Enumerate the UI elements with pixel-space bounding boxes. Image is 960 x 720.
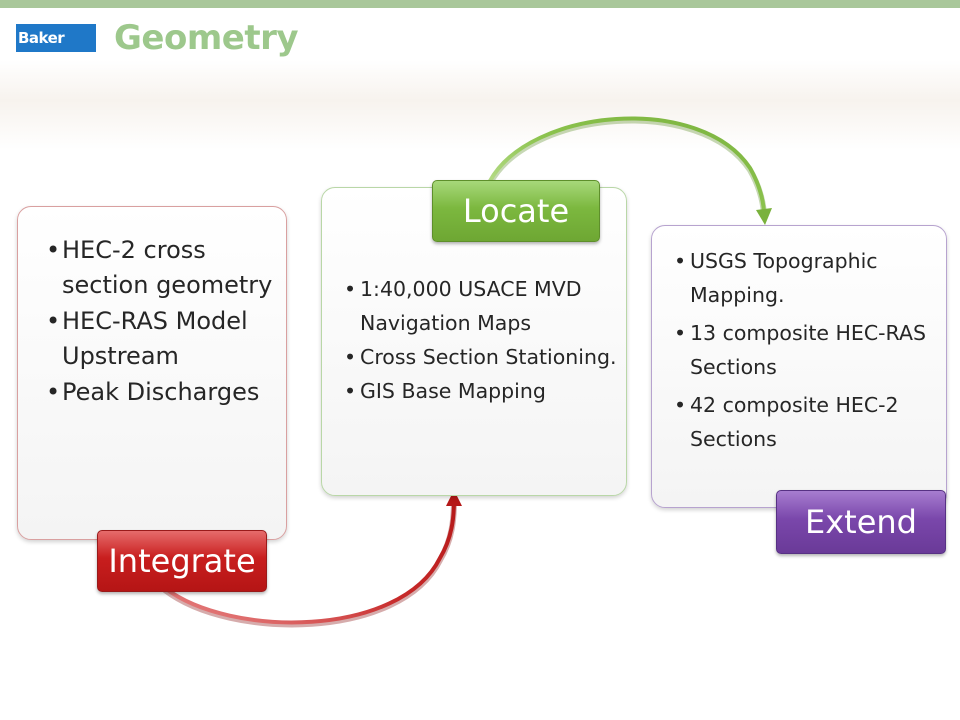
bullet-item: 1:40,000 USACE MVD Navigation Maps xyxy=(338,272,618,340)
integrate-bullet-list: HEC-2 cross section geometry HEC-RAS Mod… xyxy=(40,233,278,411)
locate-bullet-list: 1:40,000 USACE MVD Navigation Maps Cross… xyxy=(338,272,618,408)
extend-label: Extend xyxy=(776,490,946,554)
locate-card: 1:40,000 USACE MVD Navigation Maps Cross… xyxy=(321,187,627,496)
bullet-item: GIS Base Mapping xyxy=(338,374,618,408)
extend-bullet-list: USGS Topographic Mapping. 13 composite H… xyxy=(668,244,938,460)
baker-logo: Baker xyxy=(16,24,96,52)
arrow-locate-to-extend-head xyxy=(756,208,772,225)
integrate-label: Integrate xyxy=(97,530,267,592)
bullet-item: 42 composite HEC-2 Sections xyxy=(668,388,938,456)
page-title: Geometry xyxy=(114,18,299,58)
locate-label: Locate xyxy=(432,180,600,242)
top-accent-bar xyxy=(0,0,960,8)
bullet-item: HEC-RAS Model Upstream xyxy=(40,304,278,374)
bullet-item: USGS Topographic Mapping. xyxy=(668,244,938,312)
bullet-item: Cross Section Stationing. xyxy=(338,340,618,374)
bullet-item: Peak Discharges xyxy=(40,375,278,410)
background-band xyxy=(0,60,960,150)
extend-card: USGS Topographic Mapping. 13 composite H… xyxy=(651,225,947,508)
bullet-item: 13 composite HEC-RAS Sections xyxy=(668,316,938,384)
bullet-item: HEC-2 cross section geometry xyxy=(40,233,278,303)
integrate-card: HEC-2 cross section geometry HEC-RAS Mod… xyxy=(17,206,287,540)
